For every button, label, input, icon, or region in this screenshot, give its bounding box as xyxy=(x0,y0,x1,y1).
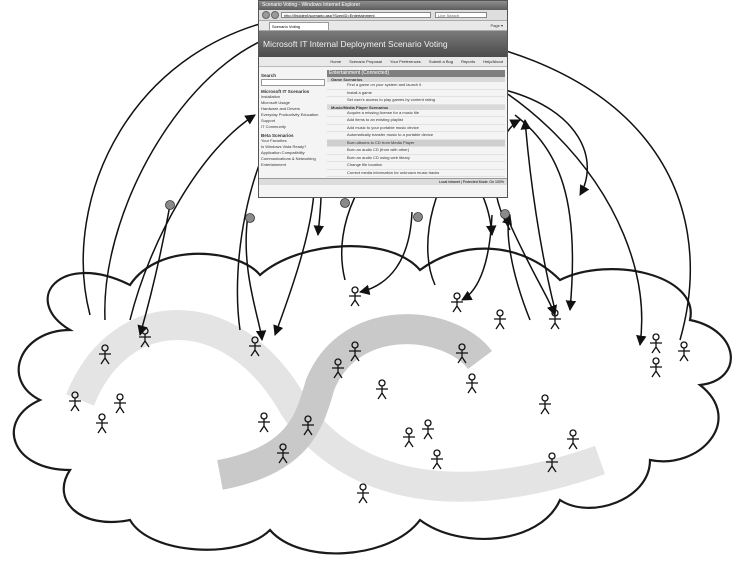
list-item[interactable]: Burn an audio CD using web library xyxy=(327,155,505,162)
zoom-level[interactable]: 100% xyxy=(495,180,504,184)
list-item[interactable]: Acquire a missing license for a music fi… xyxy=(327,110,505,117)
sidebar-item[interactable]: Hardware and Drivers xyxy=(261,106,300,111)
list-item[interactable]: Burn an audio CD (from with other) xyxy=(327,147,505,155)
vote-dot xyxy=(165,200,175,210)
arrow-vote-to-left xyxy=(137,204,171,337)
arrow-vote-to-center xyxy=(461,214,493,301)
status-text: Local intranet | Protected Mode: On xyxy=(438,180,495,184)
sidebar-item[interactable]: IT Community xyxy=(261,124,286,129)
address-bar[interactable]: http://[hidden]/scenario.asp?ScenID=Ente… xyxy=(281,12,431,18)
sidebar-item[interactable]: Communications & Networking xyxy=(261,156,316,161)
arrow-right-arc xyxy=(504,89,590,196)
arrow-outer-left xyxy=(82,11,302,316)
browser-tab[interactable]: Scenario Voting xyxy=(269,22,329,30)
list-item[interactable]: Add music to your portable music device xyxy=(327,125,505,132)
sidebar-item[interactable]: Installation xyxy=(261,94,281,99)
list-header: Entertainment (Connected) xyxy=(327,70,505,77)
group-title: Game Scenarios xyxy=(327,77,505,82)
list-item[interactable]: Install a game xyxy=(327,90,505,97)
sidebar-section-title: Microsoft IT Scenarios xyxy=(261,89,310,94)
arrow-vote-down xyxy=(245,214,267,342)
menu-item-proposal[interactable]: Scenario Proposal xyxy=(349,59,382,64)
sidebar-item[interactable]: Everyday Productivity Education xyxy=(261,112,319,117)
arrow-left-up xyxy=(129,114,256,321)
tab-bar: Scenario Voting Page ▾ xyxy=(259,21,507,31)
feedback-stream-dark xyxy=(216,314,492,490)
list-item[interactable]: Add items to an existing playlist xyxy=(327,117,505,125)
vote-dots xyxy=(165,198,510,223)
list-item[interactable]: Correct media information for unknown mu… xyxy=(327,170,505,177)
vote-dot xyxy=(500,209,510,219)
sidebar-section-title: Beta Scenarios xyxy=(261,133,294,138)
scenario-list: Entertainment (Connected) Game Scenarios… xyxy=(327,70,505,185)
list-item[interactable]: Automatically transfer music to a portab… xyxy=(327,132,505,140)
feedback-stream-light xyxy=(66,310,605,502)
group-title: Music/Media Player Scenarios xyxy=(327,104,505,110)
list-item[interactable]: Set user's access to play games by conte… xyxy=(327,97,505,105)
vote-dot xyxy=(340,198,350,208)
menu-item-preferences[interactable]: Your Preferences xyxy=(390,59,421,64)
list-item[interactable]: Find a game on your system and launch it xyxy=(327,82,505,90)
list-item[interactable]: Change file location xyxy=(327,162,505,170)
sidebar-item[interactable]: Is Windows Vista Ready? xyxy=(261,144,307,149)
sidebar-item[interactable]: Application Compatibility xyxy=(261,150,305,155)
arrow-vote-down-right xyxy=(505,214,557,316)
search-input[interactable]: Live Search xyxy=(435,12,487,18)
back-icon[interactable] xyxy=(262,11,270,19)
sidebar: Search Microsoft IT Scenarios Installati… xyxy=(261,70,325,185)
site-menu: Home Scenario Proposal Your Preferences … xyxy=(259,57,507,67)
menu-item-reports[interactable]: Reports xyxy=(461,59,476,64)
forward-icon[interactable] xyxy=(271,11,279,19)
menu-item-help[interactable]: Help/About xyxy=(483,59,503,64)
vote-dot xyxy=(245,213,255,223)
menu-item-home[interactable]: Home xyxy=(330,59,342,64)
sidebar-search-input[interactable] xyxy=(261,79,325,86)
vote-dot xyxy=(413,212,423,222)
page-menu[interactable]: Page ▾ xyxy=(490,23,503,28)
page-content: Search Microsoft IT Scenarios Installati… xyxy=(259,67,507,185)
sidebar-item[interactable]: Entertainment xyxy=(261,162,286,167)
window-title: Scenario Voting - Windows Internet Explo… xyxy=(259,1,507,10)
arrow-right-up-2 xyxy=(520,118,556,311)
sidebar-item[interactable]: Support xyxy=(261,118,276,123)
list-item[interactable]: Burn albums to CD from Media Player xyxy=(327,139,505,147)
voting-site-screenshot: Scenario Voting - Windows Internet Explo… xyxy=(258,0,508,198)
status-bar: Local intranet | Protected Mode: On 100% xyxy=(259,178,507,185)
arrow-vote-to-cluster xyxy=(358,211,413,295)
search-label: Search xyxy=(261,73,277,78)
sidebar-item[interactable]: Microsoft Usage xyxy=(261,100,290,105)
navigation-bar: http://[hidden]/scenario.asp?ScenID=Ente… xyxy=(259,10,507,21)
sidebar-item[interactable]: Your Favorites xyxy=(261,138,287,143)
menu-item-bug[interactable]: Submit a Bug xyxy=(428,59,453,64)
site-banner: Microsoft IT Internal Deployment Scenari… xyxy=(259,31,507,57)
